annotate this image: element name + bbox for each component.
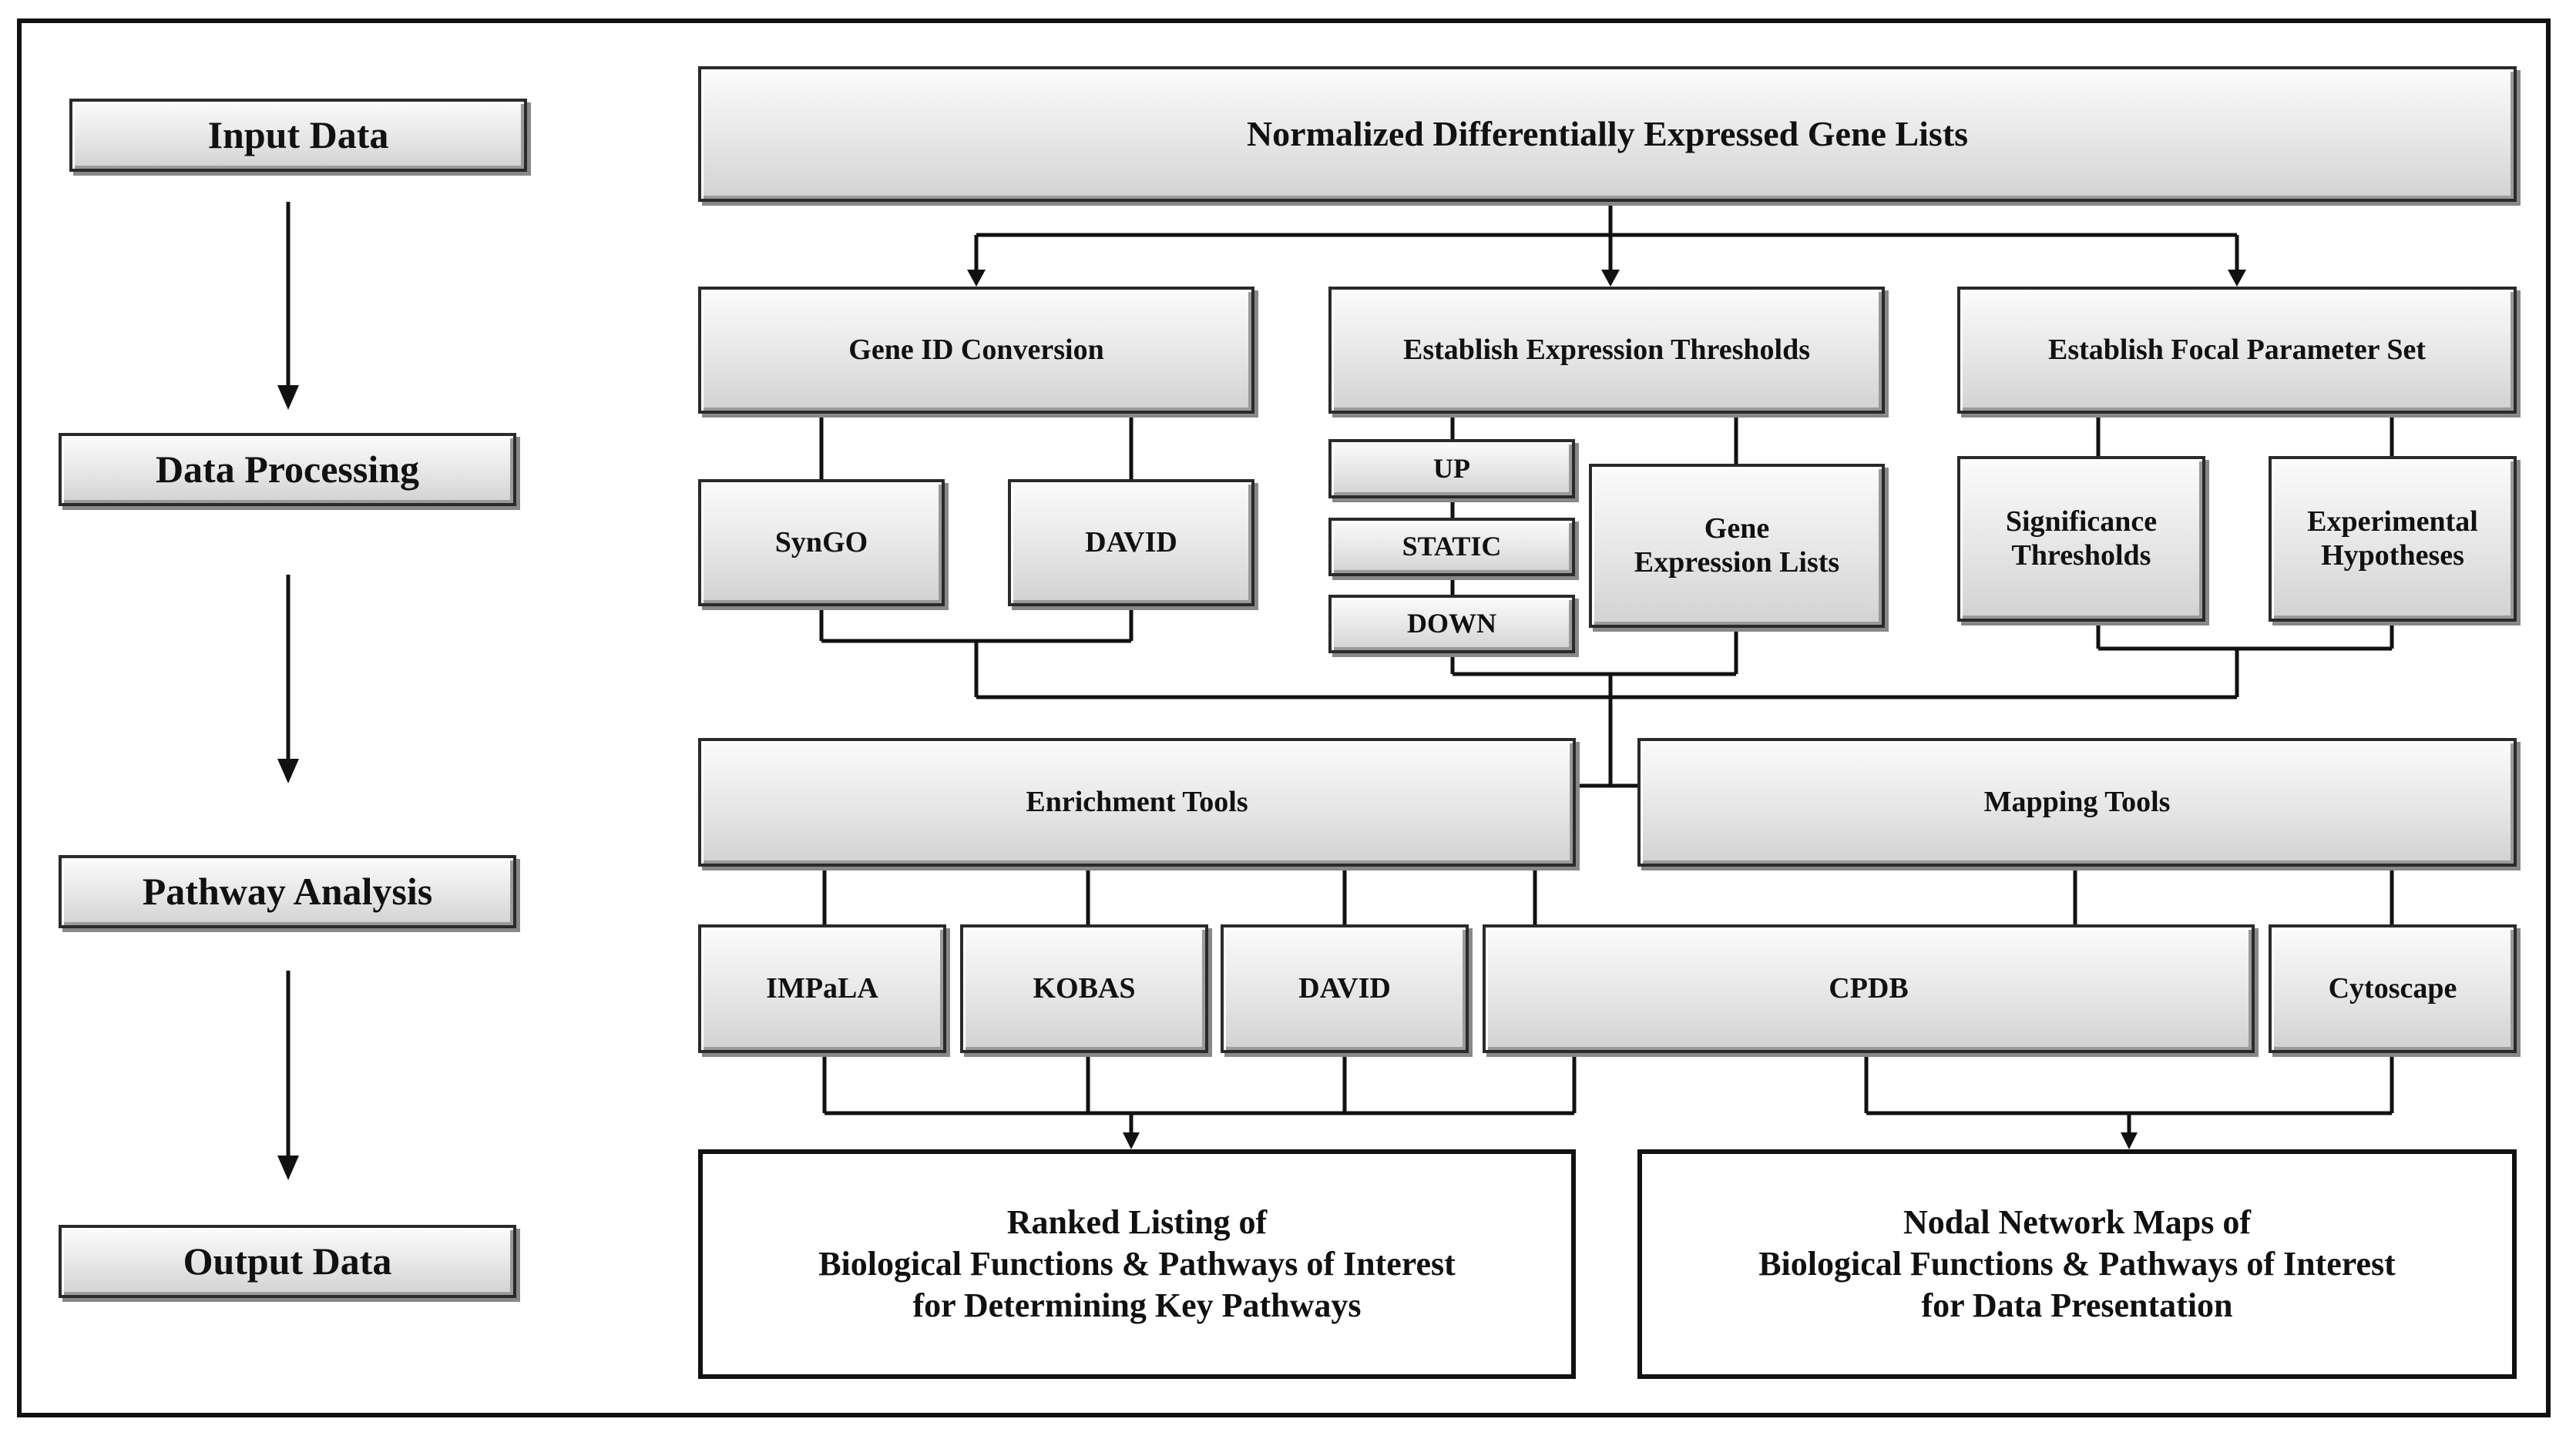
box-label: DAVID (1085, 525, 1177, 558)
box-label: DAVID (1298, 971, 1391, 1005)
david-conversion-box: DAVID (1008, 479, 1254, 606)
stage-label: Pathway Analysis (142, 869, 433, 913)
box-label: Nodal Network Maps of (1903, 1203, 2251, 1242)
gene-id-conversion-box: Gene ID Conversion (698, 287, 1254, 414)
nodal-network-maps-box: Nodal Network Maps of Biological Functio… (1637, 1149, 2517, 1379)
box-label: Thresholds (2011, 538, 2151, 572)
static-box: STATIC (1328, 518, 1575, 576)
stage-data-processing: Data Processing (59, 433, 516, 506)
box-label: for Determining Key Pathways (912, 1286, 1362, 1324)
box-label: Enrichment Tools (1026, 785, 1248, 818)
box-label: Normalized Differentially Expressed Gene… (1246, 113, 1969, 153)
arrowheads (277, 270, 2246, 1180)
box-label: Gene ID Conversion (848, 333, 1104, 366)
box-label: Ranked Listing of (1006, 1203, 1268, 1242)
stage-pathway-analysis: Pathway Analysis (59, 855, 516, 928)
box-label: KOBAS (1033, 971, 1136, 1005)
stage-input-data: Input Data (69, 99, 527, 172)
box-label: Establish Expression Thresholds (1403, 333, 1810, 366)
box-label: IMPaLA (766, 971, 878, 1005)
box-label: SynGO (774, 525, 868, 558)
stage-output-data: Output Data (59, 1225, 516, 1298)
box-label: Significance (2005, 505, 2158, 538)
david-enrichment-box: DAVID (1221, 924, 1469, 1053)
box-label: Expression Lists (1634, 545, 1840, 579)
down-box: DOWN (1328, 595, 1575, 653)
normalized-gene-lists-box: Normalized Differentially Expressed Gene… (698, 66, 2517, 202)
stage-label: Input Data (207, 112, 389, 156)
cytoscape-box: Cytoscape (2269, 924, 2517, 1053)
stage-label: Data Processing (155, 447, 420, 491)
expression-thresholds-box: Establish Expression Thresholds (1328, 287, 1885, 414)
box-label: Experimental (2307, 505, 2478, 538)
impala-box: IMPaLA (698, 924, 946, 1053)
mapping-tools-box: Mapping Tools (1637, 738, 2517, 867)
ranked-listing-box: Ranked Listing of Biological Functions &… (698, 1149, 1576, 1379)
box-label: Hypotheses (2321, 538, 2464, 572)
syngo-box: SynGO (698, 479, 945, 606)
significance-thresholds-box: Significance Thresholds (1957, 456, 2205, 622)
box-label: CPDB (1829, 971, 1909, 1005)
stage-label: Output Data (183, 1239, 392, 1283)
box-label: Cytoscape (2328, 971, 2457, 1005)
box-label: UP (1433, 452, 1470, 484)
box-label: Establish Focal Parameter Set (2047, 333, 2427, 366)
box-label: STATIC (1402, 531, 1502, 562)
diagram-frame (17, 18, 2551, 1417)
up-box: UP (1328, 439, 1575, 498)
enrichment-tools-box: Enrichment Tools (698, 738, 1576, 867)
box-label: Biological Functions & Pathways of Inter… (818, 1245, 1456, 1283)
kobas-box: KOBAS (960, 924, 1208, 1053)
cpdb-box: CPDB (1483, 924, 2255, 1053)
box-label: Gene (1704, 512, 1770, 545)
focal-parameter-set-box: Establish Focal Parameter Set (1957, 287, 2517, 414)
box-label: Mapping Tools (1983, 785, 2171, 818)
box-label: for Data Presentation (1921, 1286, 2233, 1324)
experimental-hypotheses-box: Experimental Hypotheses (2269, 456, 2517, 622)
box-label: Biological Functions & Pathways of Inter… (1758, 1245, 2396, 1283)
box-label: DOWN (1407, 608, 1496, 639)
gene-expression-lists-box: Gene Expression Lists (1589, 464, 1885, 628)
